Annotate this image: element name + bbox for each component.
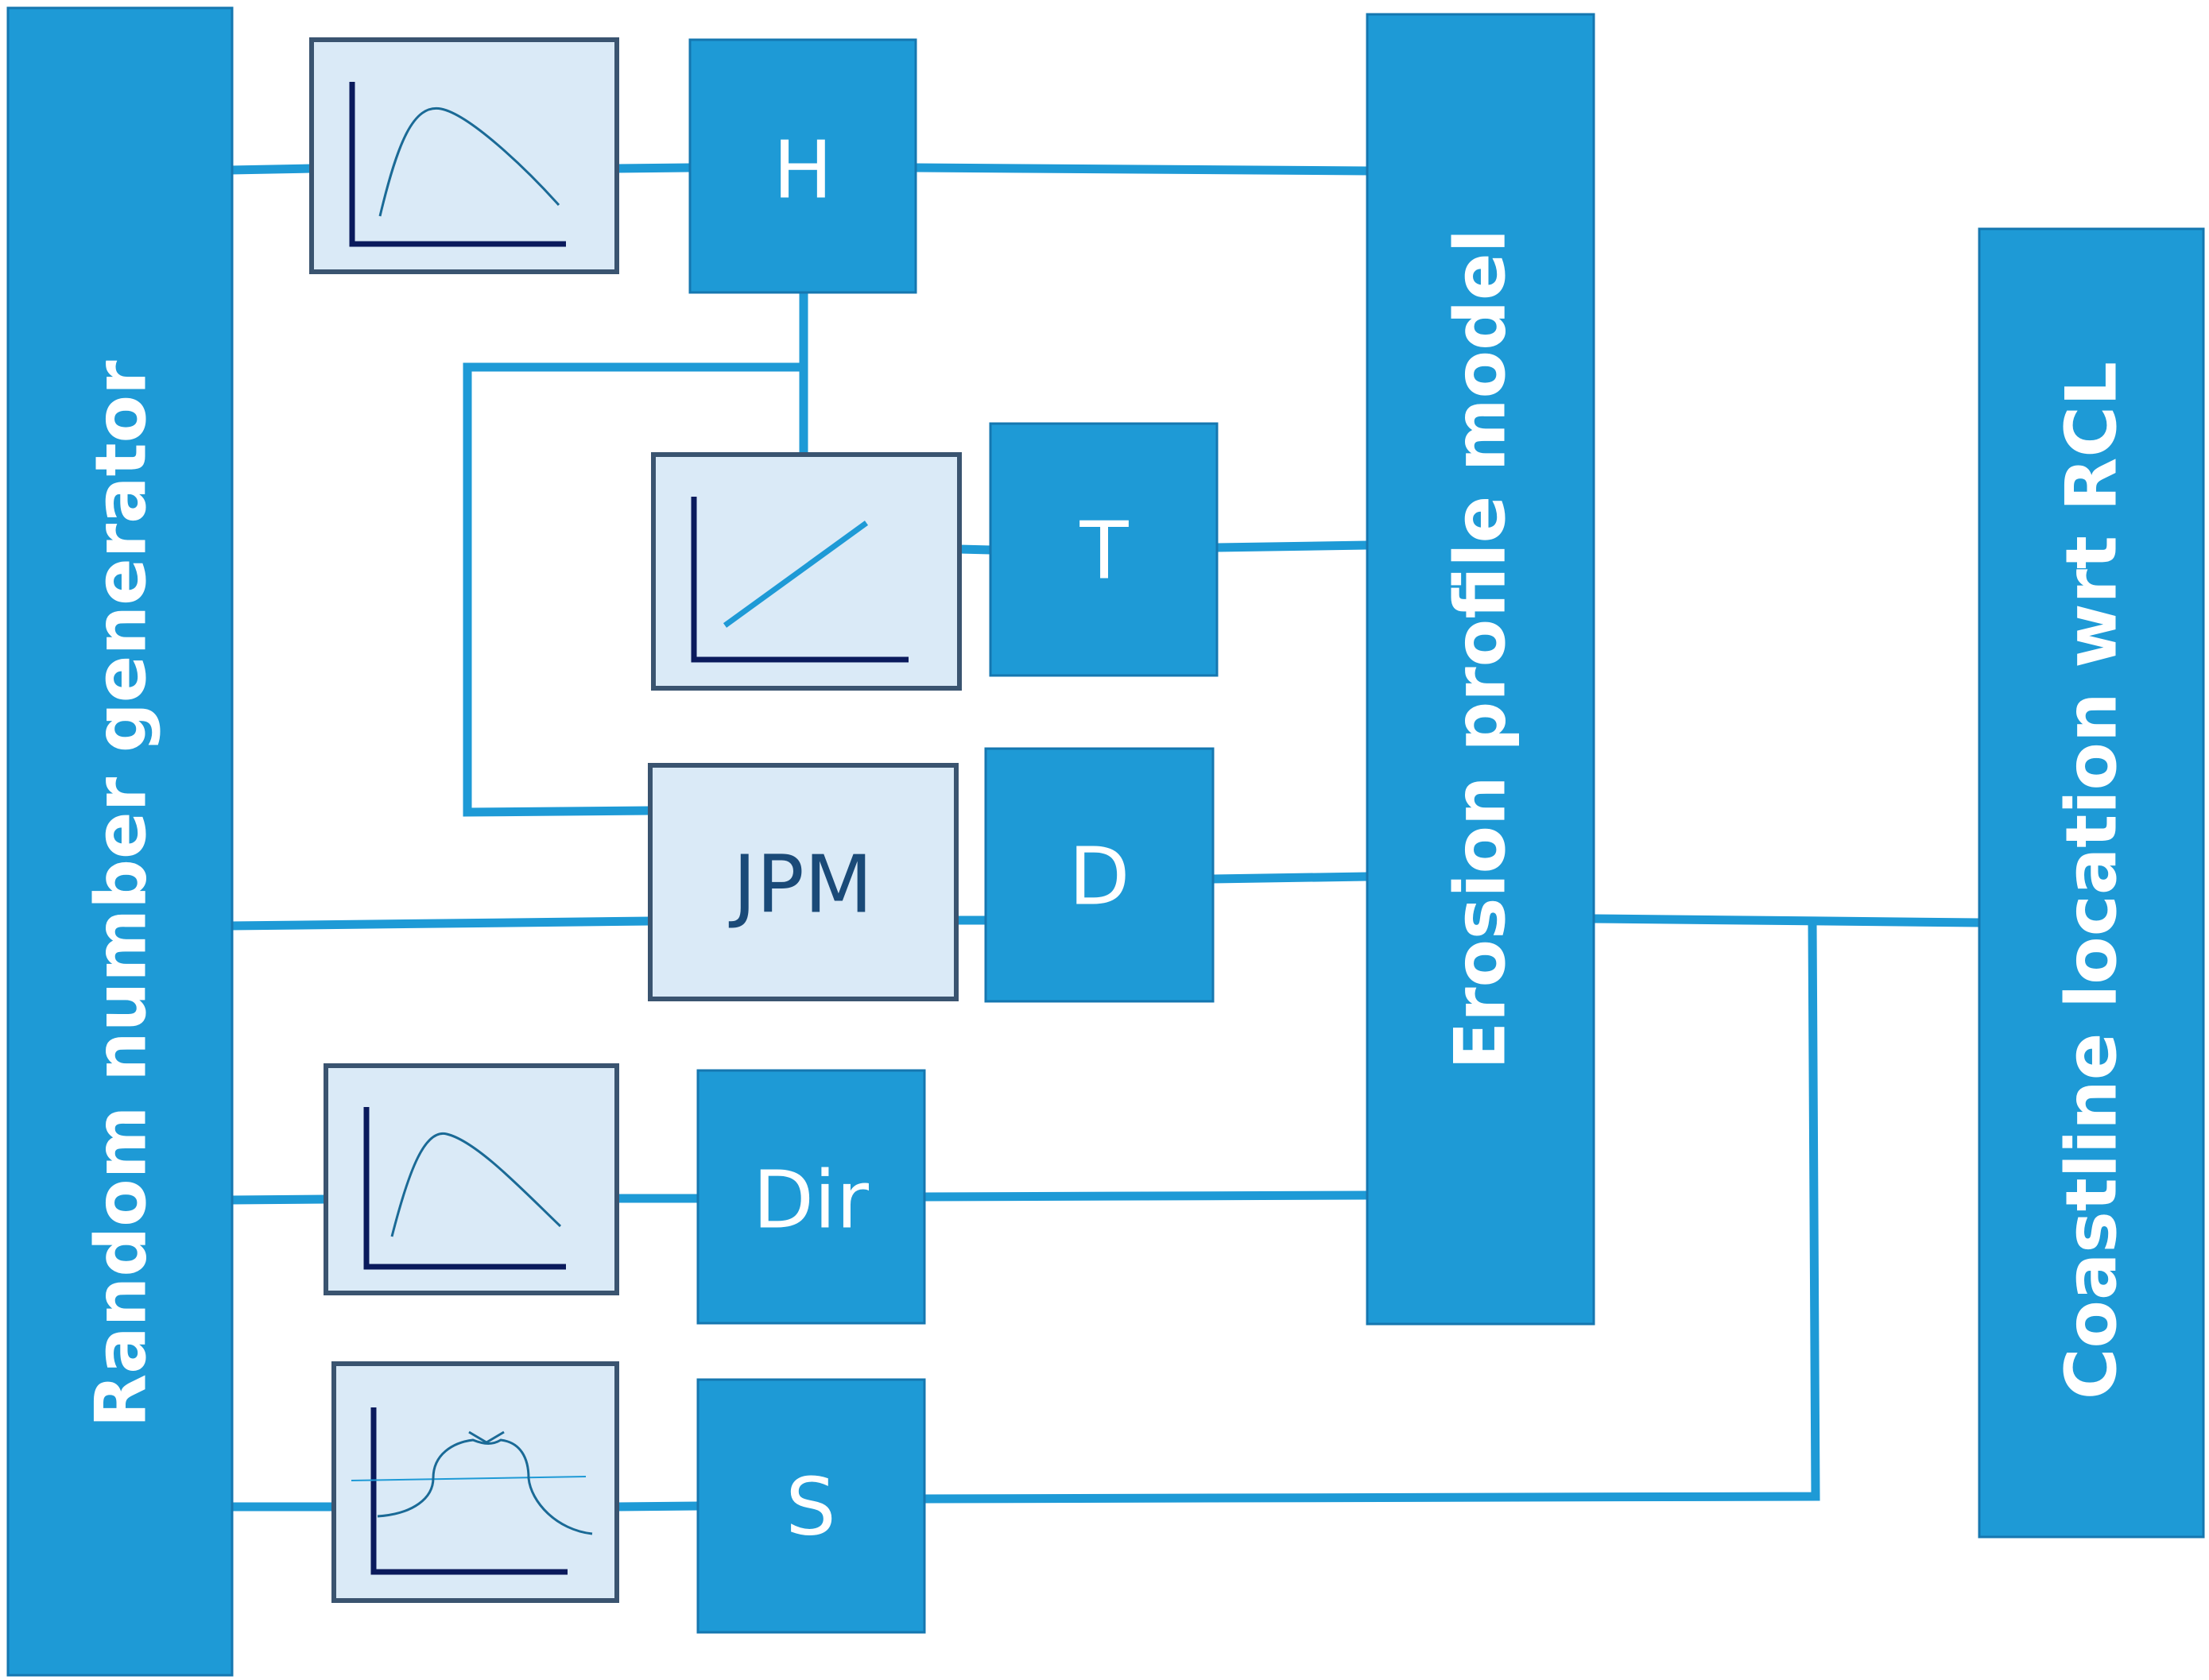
t-variable-box: T — [989, 422, 1219, 677]
t-graph-axes — [691, 497, 909, 663]
connector-h-to-jpm-loop — [463, 362, 804, 817]
h-variable-box: H — [688, 38, 917, 294]
dir-label: Dir — [753, 1154, 870, 1247]
s-graph-cusp — [468, 1430, 505, 1444]
s-graph-bimodal-curve — [377, 1438, 593, 1535]
t-graph-linear-relation — [723, 521, 869, 628]
d-variable-box: D — [984, 747, 1215, 1003]
connector-rng-to-h-graph — [230, 164, 312, 175]
dir-graph-skewed-curve — [390, 1132, 562, 1237]
s-graph-axes — [370, 1407, 568, 1575]
s-distribution-graph — [331, 1361, 619, 1603]
dir-graph-axes — [363, 1107, 566, 1270]
jpm-label: JPM — [728, 838, 873, 931]
connector-s-graph-to-s — [616, 1501, 699, 1512]
connector-d-to-erosion — [1212, 872, 1368, 884]
d-label: D — [1068, 830, 1130, 923]
h-distribution-graph — [309, 37, 619, 274]
dir-distribution-graph — [324, 1063, 619, 1295]
connector-rng-to-jpm — [230, 916, 651, 931]
erosion-profile-model-label: Erosion profile model — [1440, 229, 1521, 1070]
connector-erosion-to-coastline — [1593, 914, 1980, 927]
connector-dir-to-erosion — [924, 1190, 1368, 1202]
coastline-location-box: Coastline location wrt RCL — [1978, 227, 2205, 1539]
connector-h-to-erosion — [915, 163, 1368, 176]
t-relation-graph — [651, 452, 962, 691]
connector-rng-to-dir-graph — [230, 1194, 327, 1205]
random-number-generator-label: Random number generator — [80, 360, 162, 1428]
h-graph-skewed-curve — [378, 106, 560, 217]
s-graph-mean-line — [351, 1476, 587, 1481]
dir-variable-box: Dir — [696, 1069, 926, 1325]
connector-t-graph-to-t — [959, 544, 991, 555]
erosion-profile-model-box: Erosion profile model — [1366, 13, 1595, 1326]
h-label: H — [773, 124, 832, 217]
connector-t-to-erosion — [1216, 540, 1368, 552]
s-label: S — [785, 1461, 835, 1554]
t-label: T — [1079, 505, 1129, 598]
jpm-box: JPM — [648, 763, 959, 1001]
random-number-generator-box: Random number generator — [6, 6, 234, 1677]
connector-s-to-junction — [924, 922, 1820, 1504]
coastline-location-label: Coastline location wrt RCL — [2051, 362, 2133, 1399]
s-variable-box: S — [696, 1378, 926, 1634]
connectors — [230, 163, 1980, 1512]
h-graph-axes — [349, 82, 566, 247]
